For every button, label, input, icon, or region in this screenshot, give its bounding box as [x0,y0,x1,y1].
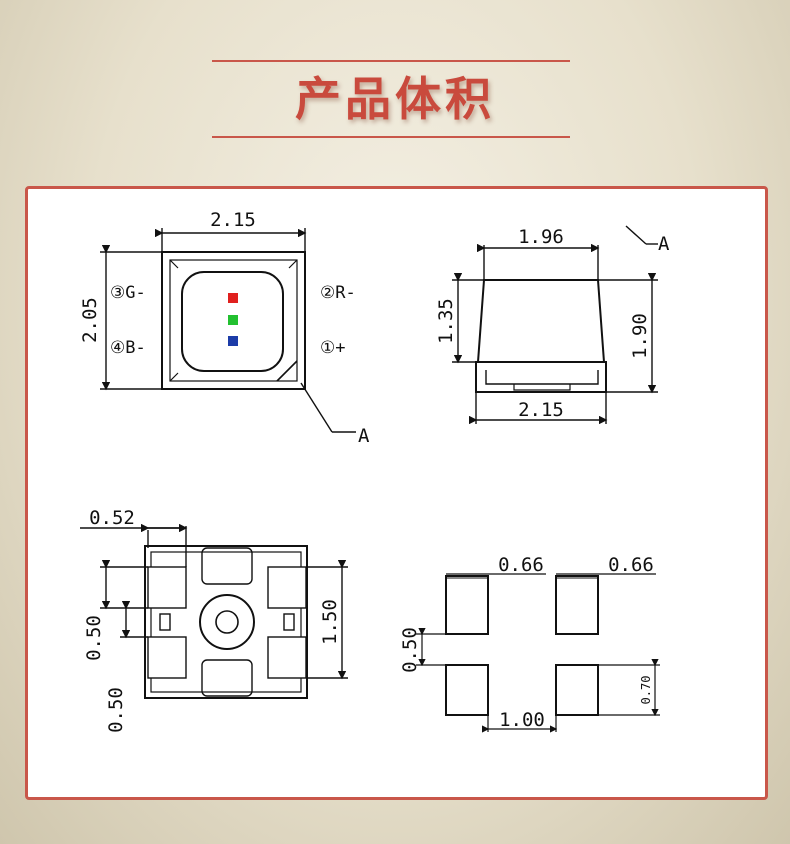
dim-pad-width: 0.52 [89,507,135,529]
dim-width-top: 2.15 [210,209,256,231]
bottom-view [80,523,348,699]
marker-a-top: A [358,425,370,447]
marker-a-side: A [658,233,670,255]
dim-span: 1.50 [319,599,341,645]
side-view [452,225,658,425]
dim-gap: 1.00 [499,709,545,731]
package-outline-top [161,251,306,390]
dim-pad-small: 0.70 [639,676,653,705]
dim-pad-pitch-b: 0.50 [105,687,127,733]
footprint-view [416,573,660,733]
dim-pad-right: 0.66 [608,554,654,576]
center-ring [199,594,255,650]
page-title: 产品体积 [295,72,495,126]
dim-height-top: 2.05 [79,297,101,343]
dim-pad-height: 0.50 [399,627,421,673]
lens-outline [181,271,284,372]
dim-pad-pitch-a: 0.50 [83,615,105,661]
footprint-pad-br [555,664,599,716]
package-outline-bottom [144,545,308,699]
footprint-pad-bl [445,664,489,716]
red-chip [228,293,238,303]
pin4-label: ④B- [110,338,146,358]
title-rule-top [212,60,570,62]
blue-chip [228,336,238,346]
footprint-pad-tl [445,575,489,635]
pin2-label: ②R- [320,283,356,303]
top-view [100,228,356,433]
green-chip [228,315,238,325]
dim-top-width-side: 1.96 [518,226,564,248]
dim-pad-left: 0.66 [498,554,544,576]
dim-bottom-width-side: 2.15 [518,399,564,421]
pin1-label: ①+ [320,338,345,358]
dim-total-height: 1.90 [629,313,651,359]
title-rule-bottom [212,136,570,138]
pin3-label: ③G- [110,283,146,303]
dim-body-height: 1.35 [435,298,457,344]
footprint-pad-tr [555,575,599,635]
package-body-side [476,279,606,363]
